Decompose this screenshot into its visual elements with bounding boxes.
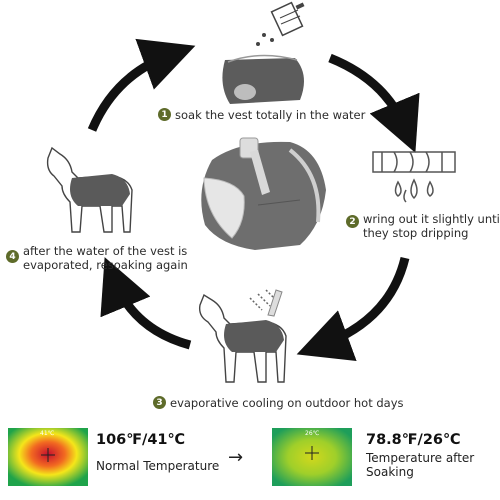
right-arrow-icon: → (228, 447, 244, 468)
step-3: 3 evaporative cooling on outdoor hot day… (153, 396, 404, 410)
cycle-arrow-bottom-left (100, 257, 192, 350)
cycle-arrow-top-right (328, 53, 420, 153)
step-1: 1 soak the vest totally in the water (158, 108, 365, 122)
temperature-soaked: 78.8℉/26℃ (366, 432, 461, 448)
step-3-text: evaporative cooling on outdoor hot days (170, 396, 404, 410)
step-2-line-1: wring out it slightly until (363, 212, 500, 226)
vest-product-image (201, 137, 326, 250)
temperature-normal: 106℉/41℃ (96, 432, 186, 448)
thermal-label-normal: 41℃ (40, 430, 55, 437)
step-1-text: soak the vest totally in the water (175, 108, 366, 122)
step-4: 4 after the water of the vest is evapora… (6, 244, 188, 272)
temperature-soaked-label-line-1: Temperature after (366, 451, 475, 465)
wring-icon (372, 151, 456, 203)
cycle-arrow-top-left (87, 38, 196, 132)
crosshair-icon (305, 446, 319, 460)
dog-left-image (46, 146, 133, 233)
step-4-line-2: evaporated, resoaking again (23, 258, 188, 272)
temperature-soaked-label: Temperature after Soaking (366, 451, 474, 479)
temperature-normal-label: Normal Temperature (96, 459, 220, 473)
step-4-line-1: after the water of the vest is (23, 244, 188, 258)
step-number-badge: 3 (153, 396, 166, 409)
crosshair-icon (41, 448, 55, 462)
soaked-vest-icon (222, 54, 304, 104)
step-2: 2 wring out it slightly until they stop … (346, 212, 500, 240)
thermal-label-soaked: 26℃ (305, 430, 320, 437)
step-2-line-2: they stop dripping (363, 226, 469, 240)
step-2-text: wring out it slightly until they stop dr… (363, 212, 500, 240)
step-number-badge: 4 (6, 250, 19, 263)
step-number-badge: 1 (158, 108, 171, 121)
temperature-soaked-label-line-2: Soaking (366, 465, 414, 479)
step-number-badge: 2 (346, 215, 359, 228)
step-4-text: after the water of the vest is evaporate… (23, 244, 188, 272)
dog-bottom-image (198, 289, 287, 383)
shower-icon (256, 1, 305, 46)
cycle-arrow-bottom-right (296, 256, 410, 362)
